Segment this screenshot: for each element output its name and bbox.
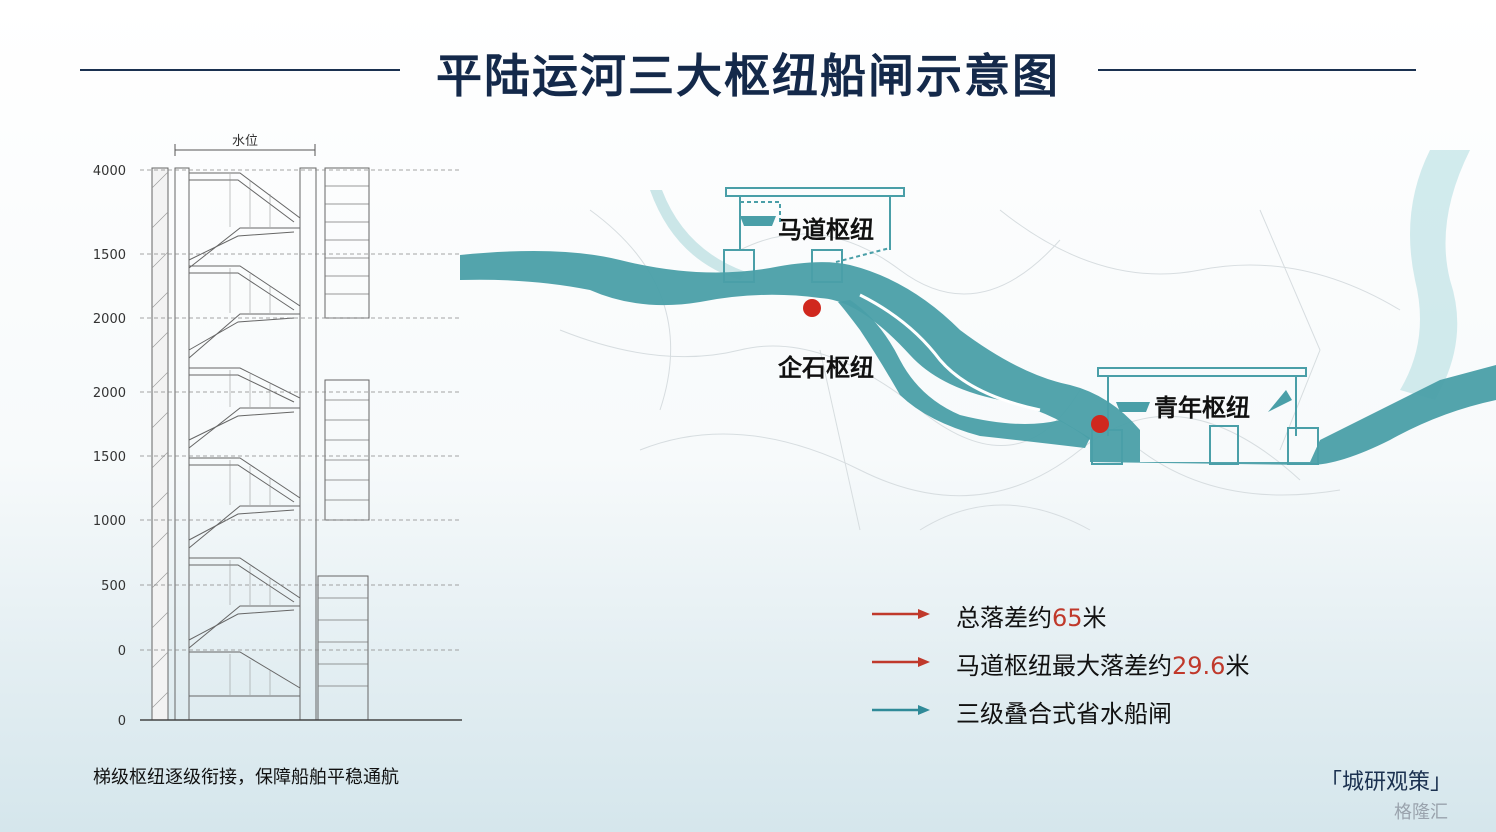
source-credit: 「城研观策」 [1320, 770, 1453, 795]
madao-lock-structure [723, 187, 905, 283]
canal-river [460, 251, 1496, 465]
qishi-marker [803, 299, 821, 317]
tick-label: 4000 [93, 164, 126, 179]
ship-icon [1116, 402, 1150, 412]
lock-ladder-diagram: 水位 [93, 134, 462, 729]
tick-label: 500 [101, 579, 126, 594]
legend-text: 总落差约65米 [956, 604, 1107, 632]
tick-label: 2000 [93, 386, 126, 401]
title-rule-left [80, 69, 400, 71]
watermark: 格隆汇 [1394, 802, 1448, 823]
tick-label: 2000 [93, 312, 126, 327]
title-rule-right [1098, 69, 1416, 71]
qingnian-marker [1091, 415, 1109, 433]
ladder-header-label: 水位 [232, 134, 258, 149]
tick-label: 1500 [93, 450, 126, 465]
legend-text: 三级叠合式省水船闸 [956, 700, 1172, 728]
red-arrow-icon [872, 609, 930, 619]
madao-label: 马道枢纽 [778, 216, 874, 244]
teal-arrow-icon [872, 705, 930, 715]
qingnian-label: 青年枢纽 [1154, 394, 1250, 422]
map-background-lines [559, 209, 1401, 531]
page-title: 平陆运河三大枢纽船闸示意图 [436, 49, 1060, 103]
fish-icon [1268, 390, 1292, 412]
qishi-label: 企石枢纽 [778, 354, 874, 382]
qingnian-lock-structure [1091, 367, 1319, 465]
tick-label: 0 [118, 714, 126, 729]
red-arrow-icon [872, 657, 930, 667]
ship-icon [740, 216, 776, 226]
tick-label: 0 [118, 644, 126, 659]
title-bar: 平陆运河三大枢纽船闸示意图 [0, 36, 1496, 106]
legend-text: 马道枢纽最大落差约29.6米 [956, 652, 1250, 680]
canal-branch [838, 300, 1090, 448]
ladder-caption: 梯级枢纽逐级衔接，保障船舶平稳通航 [93, 767, 399, 788]
tick-label: 1000 [93, 514, 126, 529]
tick-label: 1500 [93, 248, 126, 263]
canal-map [460, 150, 1496, 531]
